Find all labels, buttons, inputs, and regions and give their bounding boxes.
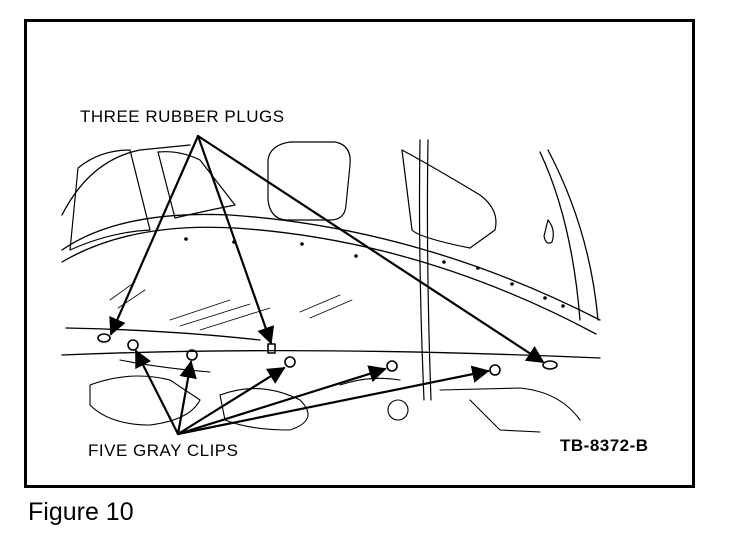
gray-clips-label: FIVE GRAY CLIPS	[88, 441, 239, 460]
center-seam	[418, 139, 432, 401]
shading-hatch	[109, 281, 353, 331]
flange-holes	[184, 237, 565, 308]
figure-frame	[24, 19, 695, 488]
figure-caption: Figure 10	[28, 498, 134, 526]
rubber-plug-markers	[97, 333, 558, 370]
hood-panels	[69, 141, 554, 251]
rubber-plugs-label: THREE RUBBER PLUGS	[80, 107, 285, 126]
plug-leader-arrows	[109, 134, 545, 364]
figure-code-label: TB-8372-B	[560, 436, 649, 455]
hood-outline	[61, 144, 601, 359]
engine-bay-details	[89, 359, 581, 433]
gray-clip-markers	[127, 339, 501, 376]
clip-leader-arrows	[134, 349, 490, 436]
